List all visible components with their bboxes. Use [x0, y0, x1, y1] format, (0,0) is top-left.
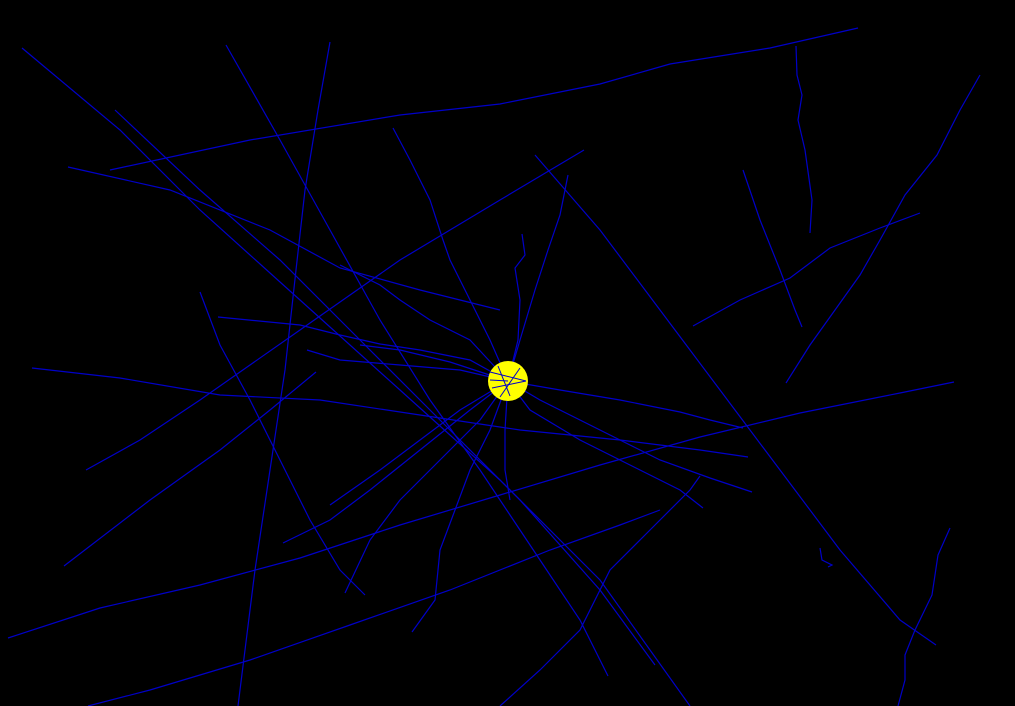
blue-random-line: [63, 371, 317, 567]
soma-overlay-line: [489, 371, 527, 382]
blue-random-line: [114, 109, 656, 666]
blue-random-line: [795, 45, 813, 234]
blue-dendrite-line: [359, 344, 509, 382]
soma-overlay-line: [489, 379, 509, 382]
blue-random-line: [785, 74, 981, 384]
blue-dendrite-line: [344, 380, 509, 594]
blue-dendrite-line: [339, 264, 509, 382]
soma-overlay-lines: [489, 365, 527, 398]
blue-dendrite-line: [411, 380, 509, 633]
blue-random-line: [109, 27, 859, 171]
blue-dendrite-line: [217, 316, 509, 382]
blue-random-line: [7, 381, 955, 639]
blue-random-line: [742, 169, 803, 328]
blue-random-line: [199, 291, 366, 596]
blue-random-line: [897, 527, 951, 706]
blue-random-line: [534, 154, 937, 646]
blue-dendrite-line: [507, 380, 744, 429]
blue-dendrite-line: [306, 349, 509, 382]
blue-random-line: [819, 547, 834, 568]
soma-overlay-line: [499, 367, 521, 398]
blue-dendrite-line: [507, 233, 526, 382]
blue-random-line: [67, 166, 501, 311]
blue-random-line: [692, 212, 921, 327]
blue-random-line: [21, 47, 691, 706]
blue-dendrite-line: [329, 380, 509, 506]
blue-dendrite-line: [282, 380, 509, 544]
blue-dendrite-line: [507, 380, 753, 493]
blue-random-line: [499, 475, 701, 706]
blue-dendrite-line: [392, 127, 509, 382]
blue-random-line: [31, 367, 749, 458]
blue-dendrite-line: [507, 174, 569, 382]
blue-random-line: [225, 44, 609, 677]
blue-dendrite-line: [504, 380, 511, 501]
blue-dendrite-line: [507, 380, 704, 509]
blue-random-line: [85, 149, 585, 471]
blue-random-line: [87, 509, 661, 706]
line-layer: [7, 27, 981, 706]
blue-random-line: [237, 41, 331, 706]
